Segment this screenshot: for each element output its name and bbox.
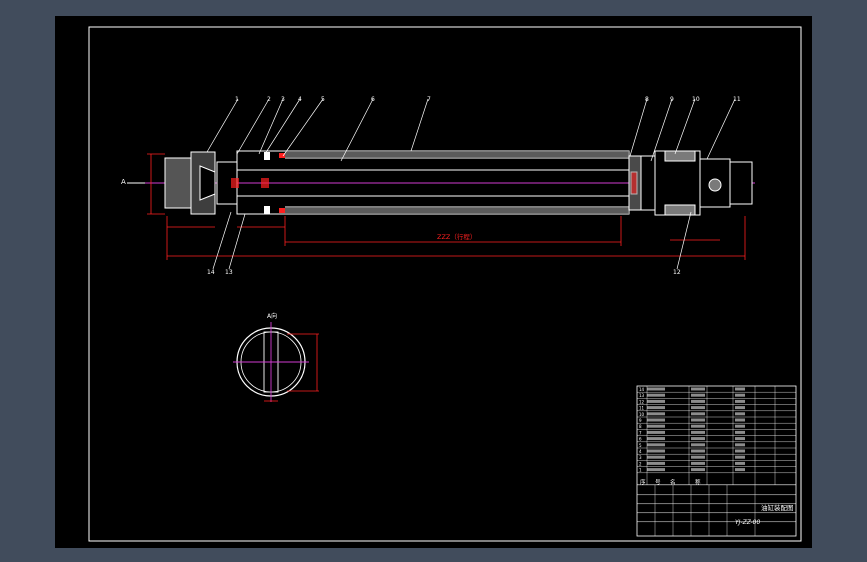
parts-cell-text [691,393,705,397]
gland-seals [231,152,285,214]
view-label: A [121,178,126,186]
parts-cell-text [735,455,745,459]
parts-cell-text [691,424,705,428]
callout-4: 4 [298,96,302,103]
parts-cell-text [647,455,665,459]
parts-row-number: 6 [639,437,642,442]
leader-lines [206,98,736,270]
callouts-bottom: 14 13 12 [207,269,681,276]
parts-cell-text [691,449,705,453]
parts-cell-text [647,468,665,472]
parts-cell-text [647,437,665,441]
parts-cell-text [647,418,665,422]
parts-cell-text [735,443,745,447]
front-end-cap [164,151,238,215]
parts-cell-text [735,430,745,434]
parts-row-number: 4 [639,449,642,454]
parts-cell-text [691,430,705,434]
callout-2: 2 [267,96,271,103]
parts-cell-text [735,424,745,428]
parts-cell-text [735,393,745,397]
callout-14: 14 [207,269,215,276]
parts-cell-text [691,418,705,422]
callout-12: 12 [673,269,681,276]
parts-cell-text [691,387,705,391]
view-arrow: A [121,178,145,186]
parts-row-number: 9 [639,418,642,423]
parts-cell-text [735,418,745,422]
parts-row-number: 10 [639,412,645,417]
dimension-lines [147,153,746,260]
parts-cell-text [691,412,705,416]
header-label-2: 名 [670,478,676,486]
parts-row-number: 12 [639,399,645,404]
parts-cell-text [647,387,665,391]
callout-7: 7 [427,96,431,103]
parts-cell-text [647,393,665,397]
barrel-wall-hatch [285,151,629,214]
parts-cell-text [691,468,705,472]
parts-cell-text [647,443,665,447]
parts-cell-text [647,406,665,410]
parts-row-number: 3 [639,455,642,460]
parts-row-number: 5 [639,443,642,448]
parts-cell-text [735,387,745,391]
piston [628,155,656,211]
parts-row-number: 14 [639,387,645,392]
drawing-title: 油缸装配图 [761,503,794,512]
rear-end-cap [654,150,753,216]
callout-5: 5 [321,96,325,103]
callout-9: 9 [670,96,674,103]
parts-row-number: 11 [639,406,645,411]
parts-row-number: 13 [639,393,645,398]
drawing-number: YJ-ZZ-00 [735,519,761,526]
parts-cell-text [647,412,665,416]
parts-cell-text [647,461,665,465]
parts-cell-text [735,406,745,410]
parts-cell-text [647,424,665,428]
assembly-drawing: A [88,26,802,542]
piston-rod [237,169,629,197]
parts-cell-text [647,430,665,434]
callout-1: 1 [235,96,239,103]
drawing-frame [88,26,802,542]
parts-cell-text [691,455,705,459]
parts-cell-text [735,412,745,416]
parts-cell-text [691,443,705,447]
header-label-0: 序 [640,478,646,486]
parts-row-number: 1 [639,468,642,473]
parts-cell-text [691,406,705,410]
parts-row-number: 8 [639,424,642,429]
stroke-dimension-label: ZZZ（行程） [437,232,476,241]
parts-cell-text [735,449,745,453]
section-view-a: A向 [233,312,319,402]
parts-row-number: 7 [639,430,642,435]
parts-cell-text [691,399,705,403]
section-label: A向 [267,312,277,320]
callout-11: 11 [733,96,741,103]
drawing-sheet: A [55,16,812,548]
parts-cell-text [647,449,665,453]
parts-cell-text [735,468,745,472]
parts-cell-text [647,399,665,403]
header-label-1: 号 [655,479,661,486]
callouts-top: 1 2 3 4 5 6 7 8 9 10 11 [235,96,741,103]
header-label-3: 称 [695,478,701,486]
callout-3: 3 [281,96,285,103]
parts-cell-text [735,461,745,465]
callout-6: 6 [371,96,375,103]
callout-13: 13 [225,269,233,276]
parts-row-number: 2 [639,461,642,466]
parts-cell-text [735,399,745,403]
callout-10: 10 [692,96,700,103]
parts-cell-text [735,437,745,441]
callout-8: 8 [645,96,649,103]
parts-cell-text [691,461,705,465]
parts-cell-text [691,437,705,441]
